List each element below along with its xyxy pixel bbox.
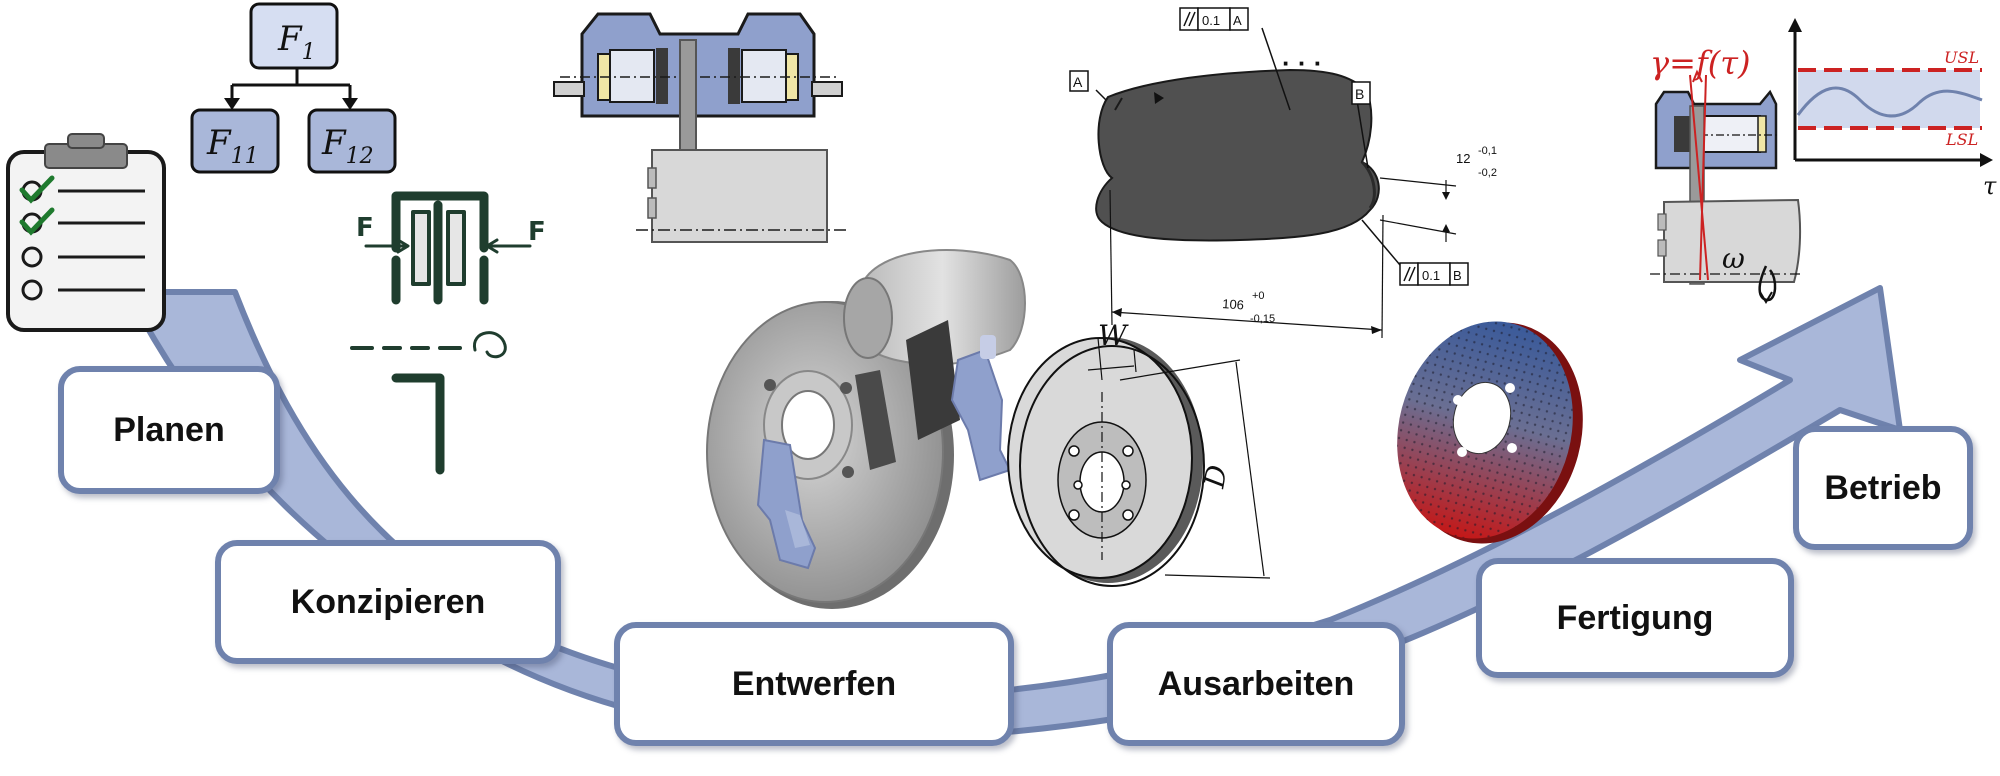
function-node-f12 (307, 108, 397, 174)
datum-a-label: A (1073, 74, 1083, 90)
dim-length-lower: -0,15 (1250, 313, 1275, 325)
stage-fertigung: Fertigung (1476, 558, 1794, 678)
dim-thickness-upper: -0,1 (1478, 145, 1497, 157)
function-node-root-label: F (277, 19, 303, 59)
operation-caliper-drawing (1650, 69, 1802, 304)
disc-diameter-label: D (1197, 462, 1234, 491)
caliper-section-drawing (553, 12, 850, 243)
stage-fertigung-label: Fertigung (1556, 598, 1714, 637)
stage-betrieb-label: Betrieb (1824, 468, 1942, 507)
function-node-f11 (190, 108, 280, 174)
function-node-f12-label: F (321, 123, 347, 163)
drawing-ellipsis: · · · (1282, 48, 1322, 78)
usl-label: USL (1944, 48, 1979, 67)
tol-top-value: 0.1 (1202, 13, 1220, 28)
stage-konzipieren-label: Konzipieren (290, 582, 486, 621)
fea-mesh-disc (1397, 321, 1583, 544)
function-node-f12-sub: 12 (346, 144, 374, 169)
disc-width-label: W (1098, 319, 1129, 352)
datum-b-label: B (1355, 86, 1364, 102)
omega-label: ω (1722, 242, 1745, 275)
tol-top-ref: A (1233, 13, 1242, 28)
stage-entwerfen: Entwerfen (614, 622, 1014, 746)
spec-limit-chart (1788, 18, 1993, 167)
disc-drawing (1007, 337, 1271, 587)
svg-text:F11: F11 (206, 123, 259, 169)
tol-bottom-ref: B (1453, 268, 1462, 283)
x-axis-label: τ (1983, 172, 1997, 200)
stage-konzipieren: Konzipieren (215, 540, 561, 664)
operation-formula: γ=f(τ) (1650, 44, 1750, 82)
stage-ausarbeiten: Ausarbeiten (1107, 622, 1405, 746)
svg-text:F12: F12 (321, 123, 374, 169)
stage-planen: Planen (58, 366, 280, 494)
function-node-root (249, 2, 339, 70)
function-node-root-sub: 1 (302, 40, 316, 65)
sketch-force-right: F (528, 217, 546, 247)
lsl-label: LSL (1945, 130, 1978, 149)
brake-assembly-3d (706, 249, 1026, 609)
dim-length: 106 (1222, 296, 1245, 312)
checklist-clipboard-icon (6, 133, 166, 332)
brake-pad-drawing (1069, 7, 1469, 339)
dim-length-upper: +0 (1252, 290, 1265, 302)
function-tree: F1 F11 F12 (190, 2, 397, 174)
stage-betrieb: Betrieb (1793, 426, 1973, 550)
function-node-f11-sub: 11 (231, 144, 259, 169)
dim-thickness: 12 (1456, 151, 1470, 166)
stage-planen-label: Planen (113, 410, 225, 449)
concept-sketch (350, 191, 532, 475)
tol-bottom-value: 0.1 (1422, 268, 1440, 283)
stage-entwerfen-label: Entwerfen (731, 664, 897, 703)
svg-text:F1: F1 (277, 19, 316, 65)
stage-ausarbeiten-label: Ausarbeiten (1157, 664, 1355, 703)
function-node-f11-label: F (206, 123, 232, 163)
dim-thickness-lower: -0,2 (1478, 167, 1497, 179)
sketch-force-left: F (356, 213, 374, 243)
